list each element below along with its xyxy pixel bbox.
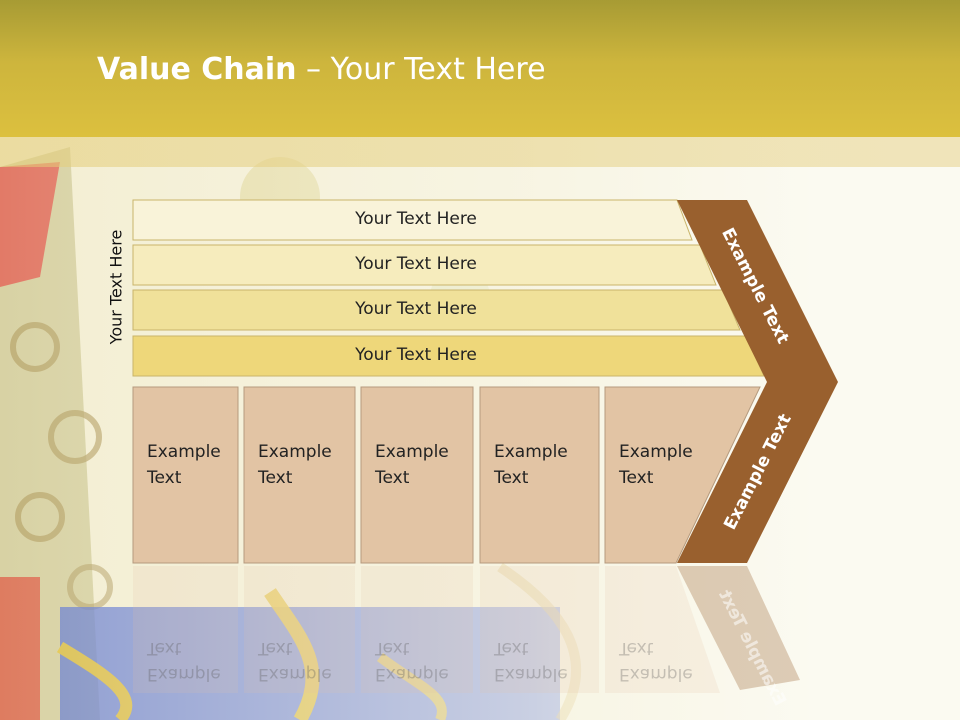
- support-bar-label: Your Text Here: [355, 254, 477, 274]
- activity-cell-line2: Text: [147, 468, 182, 488]
- primary-activity-cells: [132, 386, 761, 564]
- activity-cell-line2: Text: [619, 468, 654, 488]
- activity-cell-line2: Text: [258, 468, 293, 488]
- header-accent-strip: [0, 137, 960, 167]
- activity-cell-line1: Example: [258, 442, 332, 462]
- title-rest: – Your Text Here: [296, 52, 546, 87]
- activity-cell-line1: Example: [494, 442, 568, 462]
- activity-cell-reflection: [244, 566, 355, 693]
- support-bar-label: Your Text Here: [355, 299, 477, 319]
- activity-reflection-line1: Example: [375, 664, 449, 684]
- support-bar[interactable]: [132, 335, 765, 377]
- support-bar[interactable]: [132, 199, 693, 241]
- activity-cell[interactable]: [243, 386, 356, 564]
- activity-cell[interactable]: [479, 386, 600, 564]
- margin-chevron-reflection: [677, 566, 800, 690]
- activity-reflection-line2: Text: [375, 638, 410, 658]
- activity-cell-line1: Example: [375, 442, 449, 462]
- activity-reflection-line2: Text: [147, 638, 182, 658]
- activity-cell-line1: Example: [147, 442, 221, 462]
- reflections: [133, 566, 800, 693]
- slide-title[interactable]: Value Chain – Your Text Here: [97, 52, 546, 87]
- support-bar-label: Your Text Here: [355, 209, 477, 229]
- activity-reflection-line2: Text: [619, 638, 654, 658]
- activity-reflection-line1: Example: [494, 664, 568, 684]
- activity-cell-reflection: [480, 566, 599, 693]
- activity-cell-line1: Example: [619, 442, 693, 462]
- support-bars: [132, 199, 765, 377]
- activity-cell[interactable]: [360, 386, 474, 564]
- activity-reflection-line2: Text: [258, 638, 293, 658]
- activity-cell-line2: Text: [375, 468, 410, 488]
- margin-chevron[interactable]: [677, 200, 838, 563]
- activity-cell-reflection: [605, 566, 720, 693]
- activity-cell-reflection: [361, 566, 473, 693]
- support-bar[interactable]: [132, 289, 741, 331]
- activity-reflection-line1: Example: [258, 664, 332, 684]
- activity-cell[interactable]: [604, 386, 761, 564]
- activity-cell-line2: Text: [494, 468, 529, 488]
- title-banner: [0, 0, 960, 137]
- activity-cell-reflection: [133, 566, 238, 693]
- support-bar[interactable]: [132, 244, 717, 286]
- title-bold: Value Chain: [97, 52, 297, 87]
- activity-cell[interactable]: [132, 386, 239, 564]
- activity-reflection-line1: Example: [619, 664, 693, 684]
- support-bar-label: Your Text Here: [355, 345, 477, 365]
- activity-reflection-line1: Example: [147, 664, 221, 684]
- activity-reflection-line2: Text: [494, 638, 529, 658]
